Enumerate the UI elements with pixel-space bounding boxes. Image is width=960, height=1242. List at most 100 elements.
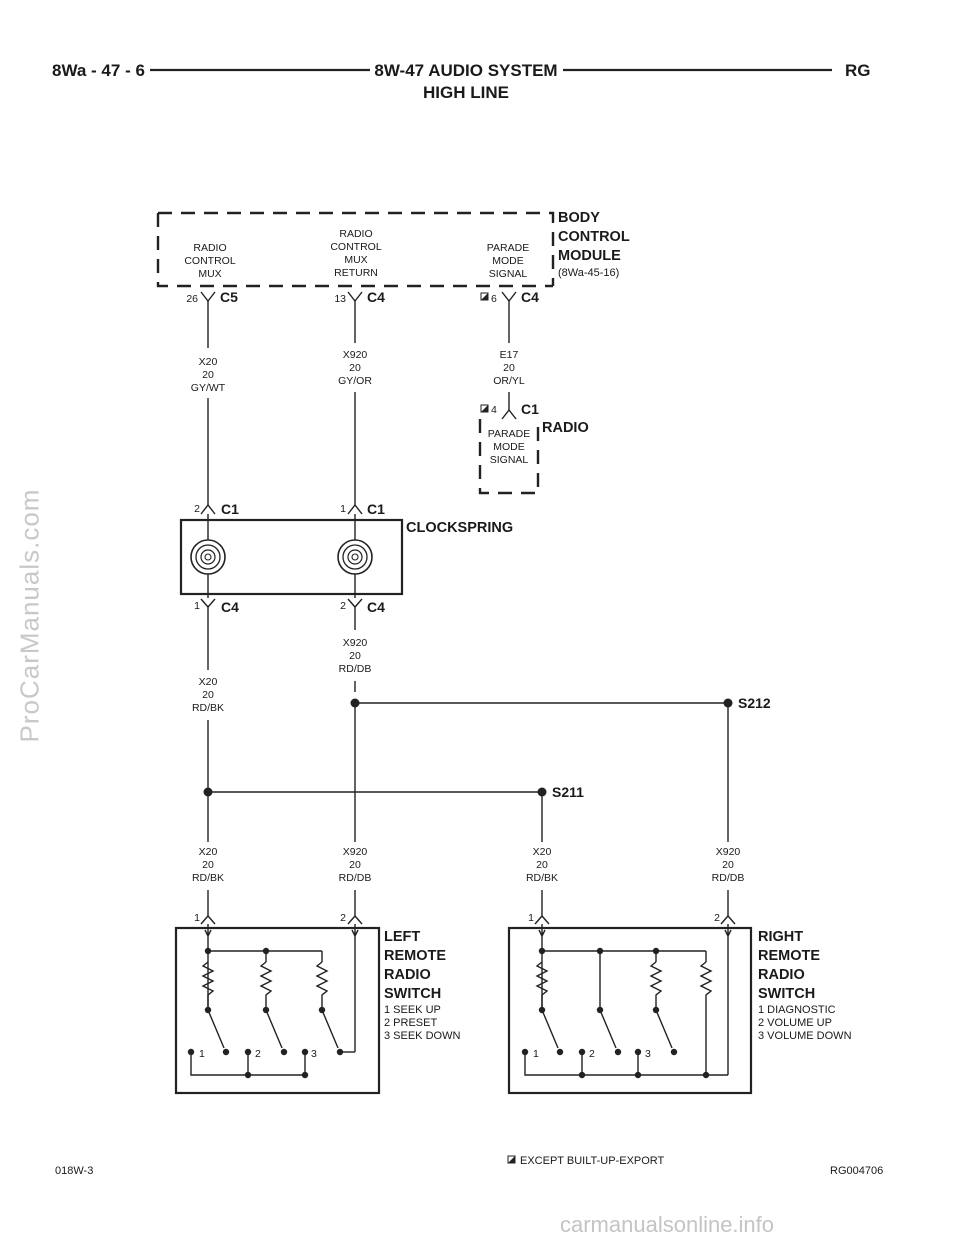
rrs-pin-left: 1: [528, 912, 534, 924]
lrs-resistor-2: [259, 961, 273, 1008]
lrs-position-1: 1: [199, 1048, 205, 1060]
lrs-x20-color: RD/BK: [192, 872, 224, 884]
rrs-resistor-1: [535, 961, 549, 1008]
rrs-pin2-terminal: [720, 914, 736, 925]
rrs-circuit: [521, 924, 732, 1079]
rrs-x20-code: X20: [533, 846, 552, 858]
lrs-x920-color: RD/DB: [339, 872, 372, 884]
bcm-c4-pin6-terminal: [501, 291, 517, 303]
lrs-x920-gauge: 20: [349, 859, 361, 871]
lrs-pin1-terminal: [200, 914, 216, 925]
bcm-name-2: CONTROL: [558, 229, 630, 245]
rrs-function-1: 1 DIAGNOSTIC: [758, 1004, 836, 1016]
header-subtitle: HIGH LINE: [423, 83, 509, 102]
cs-bottom-left-terminal: [200, 598, 216, 609]
lrs-position-2: 2: [255, 1048, 261, 1060]
bcm-pin3-label-1: PARADE: [487, 242, 529, 254]
lrs-name-3: RADIO: [384, 967, 431, 983]
lrs-resistor-3: [315, 961, 329, 1008]
left-remote-radio-switch: 1 2: [174, 912, 460, 1095]
lrs-function-1: 1 SEEK UP: [384, 1004, 441, 1016]
radio-c1-connector: C1: [521, 401, 539, 417]
rrs-switch-blade-3: [655, 1009, 673, 1049]
lrs-body: [174, 926, 381, 1095]
export-marker-icon: [480, 404, 489, 413]
splice-s211: S211: [203, 784, 584, 842]
rrs-name-3: RADIO: [758, 967, 805, 983]
rrs-function-2: 2 VOLUME UP: [758, 1017, 832, 1029]
rrs-position-3: 3: [645, 1048, 651, 1060]
radio-label-3: SIGNAL: [490, 454, 529, 466]
bcm-c4-pin13-number: 13: [334, 293, 346, 305]
rrs-arrow-in-right: [724, 924, 732, 937]
lrs-switch-blade-2: [265, 1009, 283, 1049]
rrs-x920-gauge: 20: [722, 859, 734, 871]
wire-x920-rddb-cs-color: RD/DB: [339, 663, 372, 675]
lrs-resistor-1: [201, 961, 215, 1008]
footer-figure-code: 018W-3: [55, 1165, 93, 1177]
wire-x20-gywt-color: GY/WT: [191, 382, 226, 394]
rrs-body: [507, 926, 753, 1095]
export-marker-icon: [480, 292, 489, 301]
wire-x920-rddb-cs-code: X920: [343, 637, 368, 649]
lrs-name-1: LEFT: [384, 929, 420, 945]
bcm-pin2-label-3: MUX: [344, 254, 367, 266]
wire-x20-rdbk-cs-color: RD/BK: [192, 702, 224, 714]
header-section-code: RG: [845, 61, 871, 80]
side-watermark: ProCarManuals.com: [14, 488, 45, 743]
bcm-pin3-label-3: SIGNAL: [489, 268, 528, 280]
lrs-x20-gauge: 20: [202, 859, 214, 871]
rrs-x920-code: X920: [716, 846, 741, 858]
bcm-pin1-label-3: MUX: [198, 268, 221, 280]
cs-top-left-connector: C1: [221, 501, 239, 517]
bcm-wires: X20 20 GY/WT X920 20 GY/OR E17 20 OR/YL: [191, 301, 525, 505]
rrs-resistor-3: [699, 961, 713, 1075]
bcm-pin2-label-1: RADIO: [339, 228, 372, 240]
bcm-name-1: BODY: [558, 210, 600, 226]
bcm-pin2-label-4: RETURN: [334, 267, 378, 279]
rrs-switch-blade-2: [599, 1009, 617, 1049]
cs-bottom-left-pin: 1: [194, 600, 200, 612]
cs-top-left-pin: 2: [194, 503, 200, 515]
bcm-c5-pin-number: 26: [186, 293, 198, 305]
rrs-pin-right: 2: [714, 912, 720, 924]
lrs-name-2: REMOTE: [384, 948, 446, 964]
bcm-pin1-label-1: RADIO: [193, 242, 226, 254]
rrs-name-2: REMOTE: [758, 948, 820, 964]
splice-s212: S212: [350, 695, 771, 842]
rrs-position-2: 2: [589, 1048, 595, 1060]
bcm-reference: (8Wa-45-16): [558, 267, 619, 279]
wire-x20-gywt-gauge: 20: [202, 369, 214, 381]
rrs-x20-color: RD/BK: [526, 872, 558, 884]
wire-x20-gywt-code: X20: [199, 356, 218, 368]
cs-top-right-pin: 1: [340, 503, 346, 515]
wire-e17-oryl-color: OR/YL: [493, 375, 525, 387]
rrs-common-return: [524, 1052, 728, 1076]
cs-bottom-right-connector: C4: [367, 599, 385, 615]
lrs-name-4: SWITCH: [384, 986, 441, 1002]
radio-label-2: MODE: [493, 441, 525, 453]
bcm-pin1-label-2: CONTROL: [184, 255, 235, 267]
rrs-arrow-in-left: [538, 924, 546, 937]
clockspring-name: CLOCKSPRING: [406, 520, 513, 536]
switch-wire-labels: X20 20 RD/BK X920 20 RD/DB X20 20 RD/BK …: [192, 846, 744, 916]
bcm-c4-pin6-number: 6: [491, 293, 497, 305]
right-remote-radio-switch: 1 2: [507, 912, 852, 1095]
rrs-x920-color: RD/DB: [712, 872, 745, 884]
lrs-x920-code: X920: [343, 846, 368, 858]
rrs-switch-blade-1: [541, 1009, 559, 1049]
rrs-resistor-2: [649, 961, 663, 1008]
wire-x20-rdbk-cs-code: X20: [199, 676, 218, 688]
lrs-function-2: 2 PRESET: [384, 1017, 437, 1029]
wire-x20-rdbk-cs-gauge: 20: [202, 689, 214, 701]
cs-bottom-left-connector: C4: [221, 599, 239, 615]
bcm-pin3-label-2: MODE: [492, 255, 524, 267]
lrs-function-3: 3 SEEK DOWN: [384, 1030, 460, 1042]
bcm-c5-terminal: [200, 291, 216, 303]
footer-export-note: EXCEPT BUILT-UP-EXPORT: [520, 1155, 665, 1167]
export-marker-icon: [507, 1155, 516, 1164]
clockspring-coil-left-icon: [190, 539, 226, 575]
bottom-watermark: carmanualsonline.info: [560, 1212, 775, 1237]
lrs-pin-right: 2: [340, 912, 346, 924]
